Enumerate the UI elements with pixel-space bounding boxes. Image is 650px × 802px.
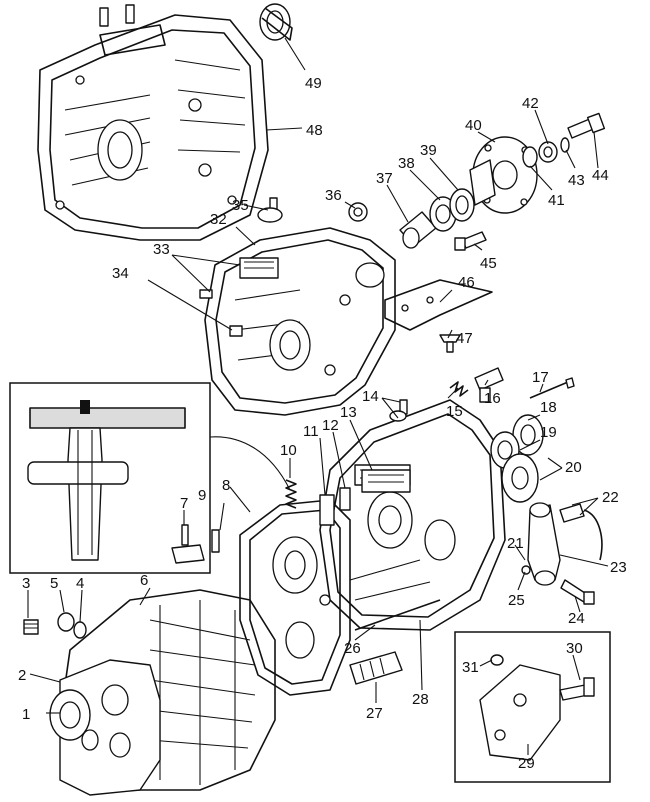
bolt-24 xyxy=(560,579,595,605)
detail-inset xyxy=(9,382,211,574)
seal-18 xyxy=(512,414,544,456)
bearing-cap-1 xyxy=(49,689,91,741)
callout-14: 14 xyxy=(362,388,379,405)
gasket-26 xyxy=(354,599,441,631)
callout-48: 48 xyxy=(306,122,323,139)
filter-27 xyxy=(349,651,403,685)
callout-35: 35 xyxy=(232,197,249,214)
detail-inset-29 xyxy=(454,631,611,783)
output-flange-40 xyxy=(469,136,538,214)
bracket-46 xyxy=(384,279,493,331)
callout-33: 33 xyxy=(153,241,170,258)
flange-20 xyxy=(501,453,539,503)
rod-17 xyxy=(529,381,569,399)
callout-39: 39 xyxy=(420,142,437,159)
elbow-23 xyxy=(527,502,561,586)
washer-41 xyxy=(522,146,538,168)
intermediate-casing-32 xyxy=(204,227,396,416)
spring-10 xyxy=(285,479,297,509)
callout-46: 46 xyxy=(458,274,475,291)
callout-16: 16 xyxy=(484,390,501,407)
callout-26: 26 xyxy=(344,640,361,657)
mid-casing-8 xyxy=(239,499,351,696)
callout-20: 20 xyxy=(565,459,582,476)
callout-2: 2 xyxy=(18,667,26,684)
callout-37: 37 xyxy=(376,170,393,187)
callout-3: 3 xyxy=(22,575,30,592)
washer-43 xyxy=(560,137,570,153)
callout-8: 8 xyxy=(222,477,230,494)
callout-12: 12 xyxy=(322,417,339,434)
callout-43: 43 xyxy=(568,172,585,189)
callout-4: 4 xyxy=(76,575,84,592)
nut-42 xyxy=(538,141,558,163)
bearing-39 xyxy=(449,188,475,222)
callout-7: 7 xyxy=(180,495,188,512)
callout-21: 21 xyxy=(507,535,524,552)
callout-30: 30 xyxy=(566,640,583,657)
callout-44: 44 xyxy=(592,167,609,184)
part-11 xyxy=(319,494,335,526)
oil-seal-49 xyxy=(259,3,293,41)
callout-28: 28 xyxy=(412,691,429,708)
callout-32: 32 xyxy=(210,211,227,228)
callout-24: 24 xyxy=(568,610,585,627)
plug-35 xyxy=(257,197,283,223)
callout-19: 19 xyxy=(540,424,557,441)
detail-leader xyxy=(209,436,291,491)
washer-25 xyxy=(521,565,531,575)
bolt-45 xyxy=(454,231,487,251)
callout-15: 15 xyxy=(446,403,463,420)
callout-6: 6 xyxy=(140,572,148,589)
callout-5: 5 xyxy=(50,575,58,592)
bolt-7 xyxy=(171,524,205,564)
leader-lines xyxy=(27,37,609,755)
callout-40: 40 xyxy=(465,117,482,134)
front-cover-2 xyxy=(59,659,161,796)
washer-4 xyxy=(73,621,87,639)
callout-9: 9 xyxy=(198,487,206,504)
callout-22: 22 xyxy=(602,489,619,506)
selector-13 xyxy=(361,469,411,493)
part-12 xyxy=(339,487,351,511)
sensor-22 xyxy=(559,503,603,561)
switch-16 xyxy=(474,367,504,403)
spring-15 xyxy=(449,381,469,397)
bolt-34 xyxy=(229,325,243,337)
bell-housing-48 xyxy=(37,4,269,241)
bolt-47 xyxy=(439,334,461,353)
callout-23: 23 xyxy=(610,559,627,576)
callout-47: 47 xyxy=(456,330,473,347)
callout-1: 1 xyxy=(22,706,30,723)
callout-11: 11 xyxy=(303,423,319,440)
callout-36: 36 xyxy=(325,187,342,204)
bolt-33 xyxy=(199,289,213,299)
callout-27: 27 xyxy=(366,705,383,722)
callout-31: 31 xyxy=(462,659,479,676)
gear-casing-28 xyxy=(319,399,506,631)
callout-10: 10 xyxy=(280,442,297,459)
plug-5 xyxy=(57,612,75,632)
callout-41: 41 xyxy=(548,192,565,209)
callout-18: 18 xyxy=(540,399,557,416)
callout-labels: 1 2 3 4 5 6 7 8 9 10 11 12 13 14 15 16 1… xyxy=(18,75,627,772)
bolt-44 xyxy=(567,112,606,139)
callout-17: 17 xyxy=(532,369,549,386)
callout-34: 34 xyxy=(112,265,129,282)
callout-42: 42 xyxy=(522,95,539,112)
callout-45: 45 xyxy=(480,255,497,272)
plug-3 xyxy=(23,619,39,635)
pin-9 xyxy=(211,529,220,553)
callout-49: 49 xyxy=(305,75,322,92)
callout-29: 29 xyxy=(518,755,535,772)
callout-13: 13 xyxy=(340,404,357,421)
callout-38: 38 xyxy=(398,155,415,172)
callout-25: 25 xyxy=(508,592,525,609)
